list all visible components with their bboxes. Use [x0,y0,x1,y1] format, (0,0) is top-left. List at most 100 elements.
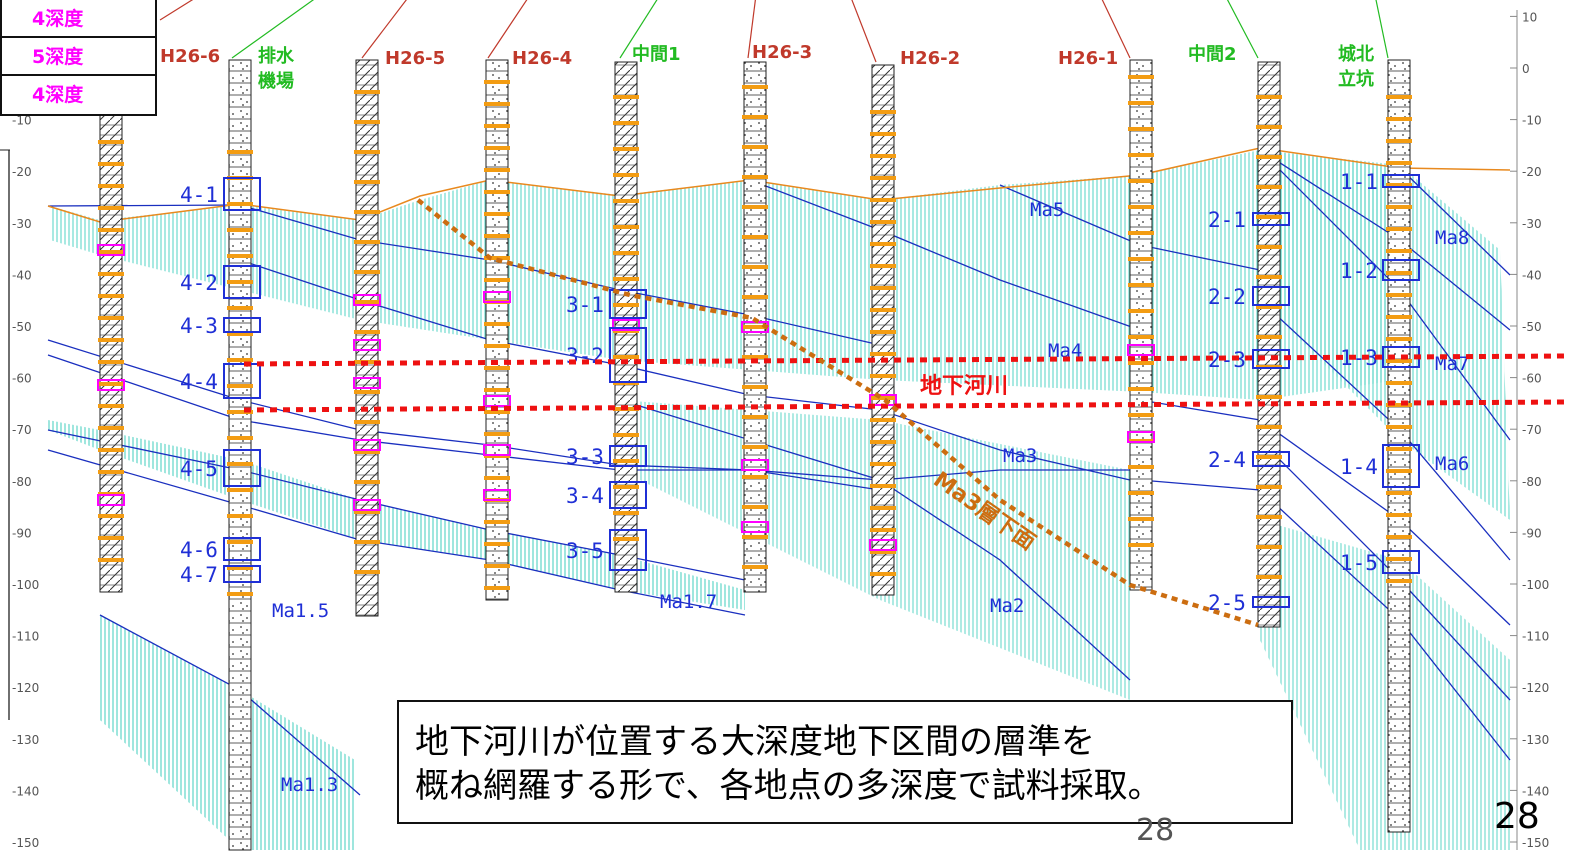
sample-mark [1128,517,1154,521]
sample-mark [227,410,253,414]
sample-mark [227,150,253,154]
sample-mark [870,154,896,158]
sample-mark [354,300,380,304]
axis-tick-label: -140 [12,784,39,798]
sample-label: 2-4 [1208,448,1246,472]
sample-mark [1256,545,1282,549]
sample-mark [870,440,896,444]
sample-mark [870,396,896,400]
sample-mark [97,379,125,391]
sample-mark [227,228,253,232]
sample-mark [742,295,768,299]
sample-mark [227,358,253,362]
sample-box [609,481,647,509]
sample-mark [870,308,896,312]
sample-label: 4-3 [180,314,218,338]
sample-mark [1128,413,1154,417]
sample-label: 1-2 [1340,259,1378,283]
layer-label: Ma3 [1003,445,1037,467]
sample-box [223,317,261,333]
sample-mark [354,540,380,544]
axis-tick-label: -50 [12,320,32,334]
axis-tick-label: -110 [1522,630,1549,644]
axis-tick-label: -90 [1522,526,1542,540]
sample-mark [613,199,639,203]
sample-mark [870,528,896,532]
sample-mark [353,339,381,351]
sample-label: 1-4 [1340,455,1378,479]
sample-mark [1386,315,1412,319]
sample-mark [98,360,124,364]
borehole-label: H26-6 [160,46,220,67]
sample-mark [227,384,253,388]
sample-mark [870,418,896,422]
sample-mark [1128,309,1154,313]
sample-mark [484,586,510,590]
borehole-label: H26-4 [512,48,572,69]
sample-mark [1128,465,1154,469]
sample-mark [353,499,381,511]
sample-mark [484,322,510,326]
sample-mark [613,303,639,307]
sample-mark [613,459,639,463]
sample-mark [354,120,380,124]
axis-tick-label: 0 [1522,62,1530,76]
layer-label: Ma2 [990,595,1024,617]
sample-mark [870,286,896,290]
axis-tick-label: -20 [1522,165,1542,179]
sample-mark [354,270,380,274]
sample-mark [742,175,768,179]
layer-label: Ma5 [1030,199,1064,221]
axis-tick-label: -20 [12,165,32,179]
borehole-label: H26-5 [385,48,445,69]
sample-mark [1386,513,1412,517]
sample-box [609,327,647,383]
sample-mark [353,294,381,306]
sample-mark [354,210,380,214]
sample-mark [484,80,510,84]
sample-mark [98,250,124,254]
sample-mark [870,220,896,224]
sample-mark [354,240,380,244]
borehole-label: 中間2 [1188,43,1237,65]
sample-mark [870,132,896,136]
sample-mark [1128,127,1154,131]
sample-mark [742,535,768,539]
sample-mark [1128,257,1154,261]
slide-number-ghost: 28 [1136,813,1175,848]
sample-mark [484,234,510,238]
sample-mark [98,294,124,298]
sample-mark [484,212,510,216]
sample-mark [742,115,768,119]
legend-row: 4深度 [2,0,155,38]
sample-mark [742,205,768,209]
axis-tick-label: -10 [1522,114,1542,128]
sample-mark [613,225,639,229]
sample-mark [1386,117,1412,121]
sample-mark [483,291,511,303]
sample-mark [1128,361,1154,365]
sample-mark [98,470,124,474]
sample-mark [227,280,253,284]
sample-mark [98,140,124,144]
sample-boxes [223,174,1420,608]
sample-box [1382,259,1420,281]
layer-label: Ma6 [1435,453,1469,475]
sample-mark [1386,249,1412,253]
sample-mark [613,173,639,177]
axis-tick-label: -100 [12,578,39,592]
sample-mark [742,85,768,89]
sample-mark [870,110,896,114]
caption-line: 概ね網羅する形で、各地点の多深度で試料採取。 [415,766,1162,806]
sample-mark [1256,515,1282,519]
sample-mark [483,444,511,456]
sample-mark [1128,75,1154,79]
sample-mark [742,385,768,389]
sample-mark [1128,179,1154,183]
slide-number: 28 [1494,796,1540,837]
axis-tick-label: -130 [1522,733,1549,747]
sample-mark [870,242,896,246]
sample-mark [870,374,896,378]
axis-tick-label: 10 [1522,10,1537,24]
sample-mark [354,480,380,484]
